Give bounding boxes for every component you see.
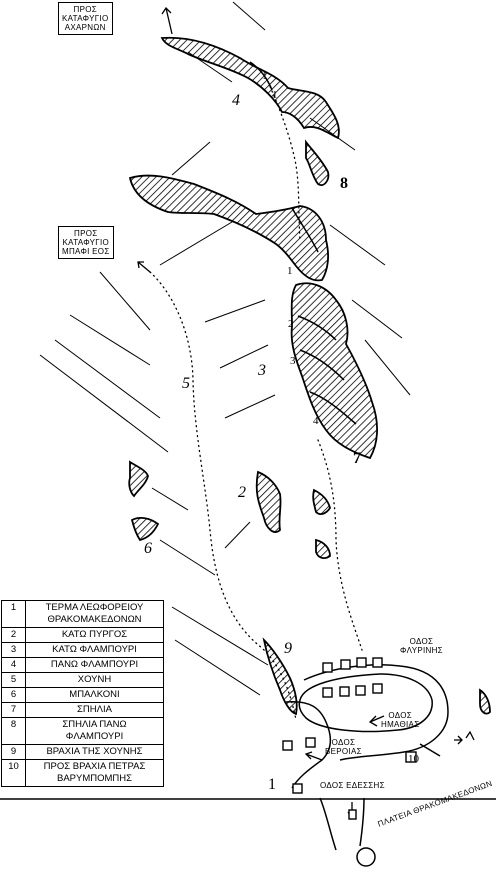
legend-text-line: ΣΠΗΛΙΑ [77,704,112,715]
marker-3: 3 [258,362,266,379]
legend-row: 7 ΣΠΗΛΙΑ [1,702,164,718]
plateia-circle [356,847,376,867]
label-refuge-acharnon: ΠΡΟΣ ΚΑΤΑΦΥΓΙΟ ΑΧΑΡΝΩΝ [58,2,113,35]
marker-3-small: 3 [290,355,296,367]
label-odos-flyrinis: ΟΔΟΣ ΦΛΥΡΙΝΗΣ [400,637,443,655]
legend-number: 4 [1,657,26,673]
legend-text-line: ΚΑΤΩ ΠΥΡΓΟΣ [61,629,128,640]
marker-2-mid: 2 [288,318,294,330]
legend-text-line: ΤΕΡΜΑ ΛΕΩΦΟΡΕΙΟΥ [45,602,144,613]
legend-number: 3 [1,642,26,658]
legend-text-line: ΠΑΝΩ ΦΛΑΜΠΟΥΡΙ [50,659,139,670]
rock-kato-pyrgos-small [255,470,282,533]
marker-8: 8 [340,175,348,192]
legend-text-line: ΚΑΤΩ ΦΛΑΜΠΟΥΡΙ [52,644,137,655]
rock-vrachia-chounis [262,637,298,716]
marker-4-small: 4 [313,415,319,427]
legend-text: ΜΠΑΛΚΟΝΙ [25,687,164,703]
legend-text: ΠΑΝΩ ΦΛΑΜΠΟΥΡΙ [25,657,164,673]
legend-number: 2 [1,627,26,643]
legend-number: 5 [1,672,26,688]
marker-1-top: 1 [262,70,268,82]
direction-arrows [137,6,475,820]
rock-balkoni-top [128,460,149,498]
legend-row: 6 ΜΠΑΛΚΟΝΙ [1,687,164,703]
legend-text-line: ΘΡΑΚΟΜΑΚΕΔΟΝΩΝ [47,614,142,625]
label-odos-imathias: ΟΔΟΣ ΗΜΑΘΙΑΣ [381,711,420,729]
label-odos-verroias: ΟΔΟΣ ΒΕΡΟΙΑΣ [325,738,362,756]
rock-east [479,688,491,715]
rock-pano-flampouri [160,36,340,140]
legend-number: 8 [1,717,26,745]
legend-number: 6 [1,687,26,703]
legend-text-line: ΣΠΗΛΙΑ ΠΑΝΩ [62,719,127,730]
legend-row: 2 ΚΑΤΩ ΠΥΡΓΟΣ [1,627,164,643]
rock-kato-pyrgos [128,174,329,282]
legend-row: 9 ΒΡΑΧΙΑ ΤΗΣ ΧΟΥΝΗΣ [1,744,164,760]
rock-cave-7 [312,488,331,515]
label-odos-edesis: ΟΔΟΣ ΕΔΕΣΣΗΣ [320,781,385,790]
rock-subdivisions [249,61,357,425]
legend-row: 5 ΧΟΥΝΗ [1,672,164,688]
legend-row: 4 ΠΑΝΩ ΦΛΑΜΠΟΥΡΙ [1,657,164,673]
legend-text: ΧΟΥΝΗ [25,672,164,688]
legend-number: 10 [1,759,26,787]
label-refuge-mpafi: ΠΡΟΣ ΚΑΤΑΦΥΓΙΟ ΜΠΑΦΙ ΕΟΣ [58,226,114,259]
legend-text: ΒΡΑΧΙΑ ΤΗΣ ΧΟΥΝΗΣ [25,744,164,760]
legend-text-line: ΧΟΥΝΗ [77,674,112,685]
legend-text: ΚΑΤΩ ΦΛΑΜΠΟΥΡΙ [25,642,164,658]
legend-text-line: ΒΡΑΧΙΑ ΤΗΣ ΧΟΥΝΗΣ [46,746,143,757]
marker-2: 2 [238,484,246,501]
legend-number: 7 [1,702,26,718]
houses [282,657,417,820]
legend-text-line: ΠΡΟΣ ΒΡΑΧΙΑ ΠΕΤΡΑΣ [43,761,146,772]
marker-6: 6 [144,540,152,557]
marker-10: 10 [408,753,419,765]
legend-text-line: ΒΑΡΥΜΠΟΜΠΗΣ [56,773,133,784]
marker-1-bottom: 1 [268,776,276,793]
marker-5: 5 [182,375,190,392]
village-streets [0,664,496,867]
legend-text-line: ΦΛΑΜΠΟΥΡΙ [65,731,124,742]
rock-cave-8 [305,139,330,186]
legend-text-line: ΜΠΑΛΚΟΝΙ [69,689,120,700]
marker-1-mid: 1 [287,265,293,277]
legend-number: 1 [1,600,26,628]
marker-9: 9 [284,640,292,657]
marker-4: 4 [232,92,240,109]
marker-1-top-b: 1 [272,89,278,101]
legend-text: ΚΑΤΩ ΠΥΡΓΟΣ [25,627,164,643]
legend-text: ΣΠΗΛΙΑ [25,702,164,718]
legend-number: 9 [1,744,26,760]
legend-row: 3 ΚΑΤΩ ΦΛΑΜΠΟΥΡΙ [1,642,164,658]
rock-cave-7-b [315,538,331,559]
rock-balkoni-bottom [130,517,160,542]
slope-lines [39,1,411,696]
marker-7: 7 [353,450,361,467]
